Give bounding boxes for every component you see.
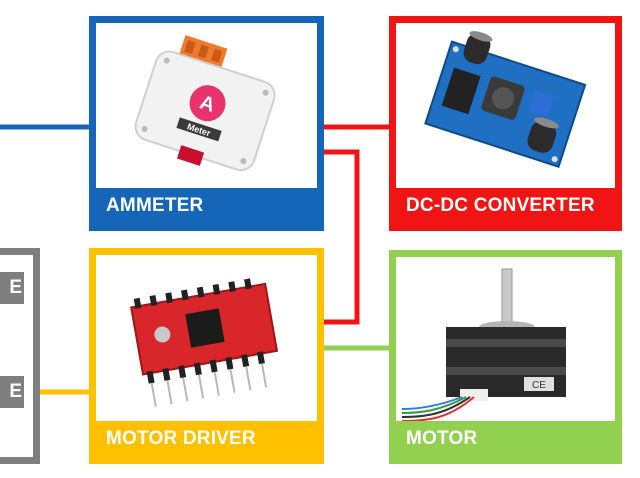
dc-dc-converter-board-icon bbox=[396, 23, 615, 188]
ammeter-label: AMMETER bbox=[96, 188, 317, 224]
ammeter-logo-letter: A bbox=[197, 92, 218, 117]
ammeter-module-icon: A Meter bbox=[96, 23, 317, 188]
left-panel-tag: E bbox=[0, 376, 24, 408]
driver-label: MOTOR DRIVER bbox=[96, 421, 317, 457]
converter-block: DC-DC CONVERTER bbox=[389, 16, 622, 231]
motor-ce-mark: CE bbox=[532, 380, 546, 391]
motor-block: CE MOTOR bbox=[389, 250, 622, 464]
ammeter-block: A Meter AMMETER bbox=[89, 16, 324, 231]
left-panel-tag: E bbox=[0, 272, 24, 304]
stepper-driver-board-icon bbox=[96, 255, 317, 421]
motor-label: MOTOR bbox=[396, 421, 615, 457]
wire-ammeter-to-driver bbox=[321, 149, 360, 325]
converter-label: DC-DC CONVERTER bbox=[396, 188, 615, 224]
stepper-motor-icon: CE bbox=[396, 257, 615, 422]
driver-block: MOTOR DRIVER bbox=[89, 248, 324, 464]
